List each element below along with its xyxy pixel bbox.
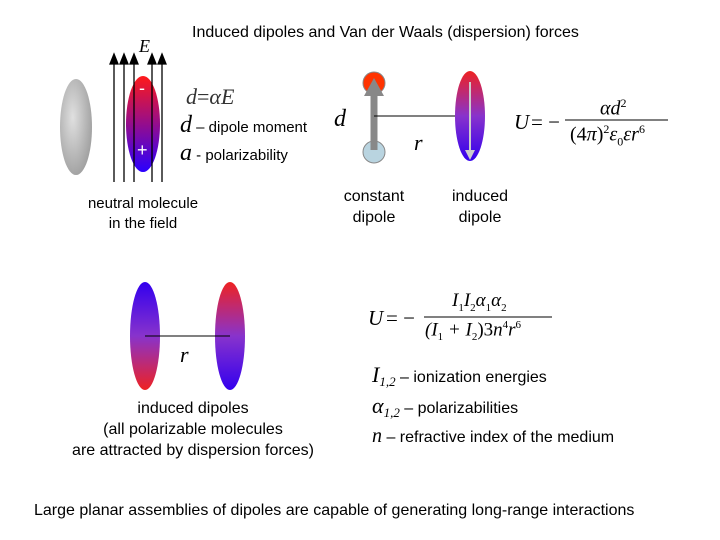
eq-equals: = [197, 84, 210, 109]
induced-dipoles-caption: induced dipoles (all polarizable molecul… [48, 398, 338, 461]
eq1-den-eps: ε [609, 123, 618, 146]
eq2-num-I1-sub: 1 [458, 301, 464, 314]
legend-I-symbol: I [372, 362, 380, 387]
eq2-numerator: I1I2α1α2 [452, 290, 507, 314]
eq1-denominator: (4π)2ε0εr6 [570, 122, 645, 150]
eq1-den-pi: π [586, 123, 597, 146]
eq1-numerator: αd2 [600, 96, 627, 121]
eq2-den-2: 2 [471, 331, 478, 344]
distance-label-top: r [414, 130, 423, 155]
neutral-molecule-caption: neutral molecule in the field [58, 194, 228, 234]
eq2-den-n: n [493, 319, 503, 341]
induced-caption-line-1: induced [451, 188, 509, 205]
eq1-den-open: (4 [570, 123, 587, 146]
neutral-caption-line-2: in the field [108, 215, 178, 232]
eq2-den-r-exp: 6 [515, 319, 522, 331]
eq2-den-open: (I [425, 319, 438, 341]
constant-caption-line-1: constant [343, 188, 405, 205]
alpha-symbol: a [180, 140, 192, 166]
dipole-moment-line: d – dipole moment [180, 112, 307, 139]
d-symbol: d [180, 112, 192, 138]
induced-caption-line-2: dipole [458, 209, 502, 226]
distance-label-bottom: r [180, 342, 189, 367]
eq2-num-I1: I [452, 290, 459, 311]
neutral-caption-line-1: neutral molecule [87, 195, 199, 212]
eq1-den-eps2: ε [623, 123, 632, 146]
eq2-den-r: r [508, 319, 516, 341]
equation-u-london: U = − I1I2α1α2 (I1 + I2)3n4r6 [368, 290, 568, 350]
eq2-den-plus: + I [443, 319, 472, 341]
dipole-arrow [364, 78, 384, 96]
legend-alpha-symbol: α [372, 393, 384, 418]
eq-d: d [186, 84, 197, 109]
eq1-num-exp: 2 [620, 96, 627, 110]
diagram-title: Induced dipoles and Van der Waals (dispe… [192, 24, 579, 41]
eq1-den-r: r [631, 123, 639, 146]
eq1-den-exp: 2 [603, 122, 610, 136]
eq2-lhs: U [368, 306, 384, 330]
constant-dipole-caption: constant dipole [324, 186, 424, 228]
eq1-num-alpha: α [600, 97, 611, 120]
eq2-num-a1-sub: 1 [485, 301, 492, 314]
eq2-equals: = − [386, 306, 415, 330]
polarizability-line: a - polarizability [180, 140, 288, 167]
legend-ionization: I1,2 – ionization energies [372, 362, 547, 390]
legend-alpha-text: – polarizabilities [399, 400, 519, 417]
d-description: – dipole moment [192, 119, 308, 136]
eq1-den-close: ) [596, 123, 604, 146]
legend-polarizabilities: α1,2 – polarizabilities [372, 393, 518, 421]
plus-sign: + [137, 140, 148, 160]
induced-dipoles-caption-line-1: induced dipoles [137, 400, 249, 417]
legend-I-sub: 1,2 [379, 374, 396, 390]
alpha-description: - polarizability [192, 147, 288, 164]
eq2-num-a2: α [491, 290, 502, 311]
dipole-equation: d=αE [186, 84, 234, 110]
eq1-equals: = − [531, 110, 560, 134]
eq2-num-I2-sub: 2 [470, 301, 476, 314]
constant-caption-line-2: dipole [352, 209, 396, 226]
eq2-den-1: 1 [437, 331, 444, 344]
legend-n-symbol: n [372, 425, 382, 447]
minus-sign: - [139, 78, 145, 98]
field-lines [109, 52, 167, 182]
eq1-den-r-exp: 6 [638, 122, 645, 136]
constant-dipole-d-label: d [334, 106, 346, 132]
eq2-num-I2: I [463, 290, 471, 311]
eq-E: E [220, 84, 235, 109]
eq-alpha: α [209, 84, 221, 109]
eq1-num-d: d [610, 97, 621, 120]
eq2-num-a2-sub: 2 [501, 301, 507, 314]
legend-n-text: – refractive index of the medium [382, 429, 615, 446]
induced-dipoles-caption-line-2: (all polarizable molecules [103, 421, 283, 438]
field-label: E [139, 36, 150, 56]
eq2-denominator: (I1 + I2)3n4r6 [425, 319, 521, 343]
eq2-num-a1: α [475, 290, 486, 311]
footer-statement: Large planar assemblies of dipoles are c… [34, 502, 635, 519]
legend-refractive-index: n – refractive index of the medium [372, 425, 614, 448]
legend-I-text: – ionization energies [395, 369, 547, 386]
eq2-den-n-exp: 4 [502, 319, 509, 331]
neutral-molecule [60, 79, 92, 175]
eq1-den-eps-sub: 0 [617, 134, 624, 149]
eq1-lhs: U [514, 110, 530, 134]
induced-dipole-caption: induced dipole [430, 186, 530, 228]
legend-alpha-sub: 1,2 [383, 405, 400, 421]
equation-u-constant-induced: U = − αd2 (4π)2ε0εr6 [514, 94, 714, 154]
induced-dipoles-caption-line-3: are attracted by dispersion forces) [72, 442, 314, 459]
eq2-den-close: )3 [477, 319, 494, 341]
